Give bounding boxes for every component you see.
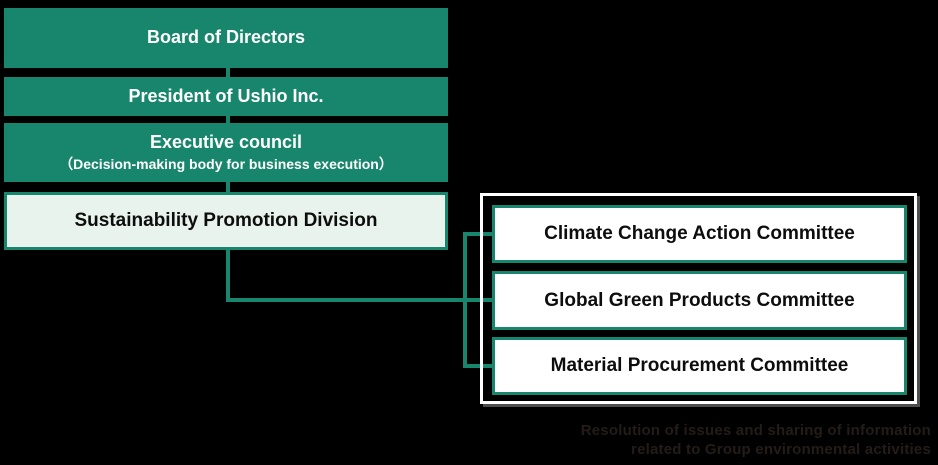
org-box-executive-council: Executive council （Decision-making body … <box>4 123 448 182</box>
org-box-label: Executive council <box>149 132 303 153</box>
connector-president-council <box>226 116 230 123</box>
committee-box-global-green-products: Global Green Products Committee <box>492 271 907 330</box>
connector-stub-committee-1 <box>463 232 494 236</box>
committee-box-climate-change: Climate Change Action Committee <box>492 205 907 263</box>
committee-label: Material Procurement Committee <box>550 355 849 376</box>
connector-stub-committee-3 <box>463 364 494 368</box>
connector-council-sustainability <box>226 182 230 192</box>
org-box-board-of-directors: Board of Directors <box>4 8 448 68</box>
org-box-president: President of Ushio Inc. <box>4 77 448 116</box>
connector-board-president <box>226 68 230 77</box>
committee-label: Global Green Products Committee <box>544 289 855 311</box>
org-box-sustainability-division: Sustainability Promotion Division <box>4 192 448 250</box>
committees-caption: Resolution of issues and sharing of info… <box>581 421 931 459</box>
committee-label: Climate Change Action Committee <box>544 223 855 244</box>
connector-committees-trunk-line <box>463 232 467 368</box>
org-box-label: President of Ushio Inc. <box>128 85 324 106</box>
caption-line-2: related to Group environmental activitie… <box>631 441 931 458</box>
caption-line-1: Resolution of issues and sharing of info… <box>580 422 931 439</box>
committee-box-material-procurement: Material Procurement Committee <box>492 337 907 395</box>
org-box-label: Board of Directors <box>146 27 306 48</box>
org-box-label: Sustainability Promotion Division <box>74 210 378 231</box>
connector-sustainability-down-line <box>226 250 230 302</box>
connector-horizontal-line <box>226 298 494 302</box>
committees-panel <box>480 193 917 404</box>
org-box-sublabel: （Decision-making body for business execu… <box>59 155 393 172</box>
